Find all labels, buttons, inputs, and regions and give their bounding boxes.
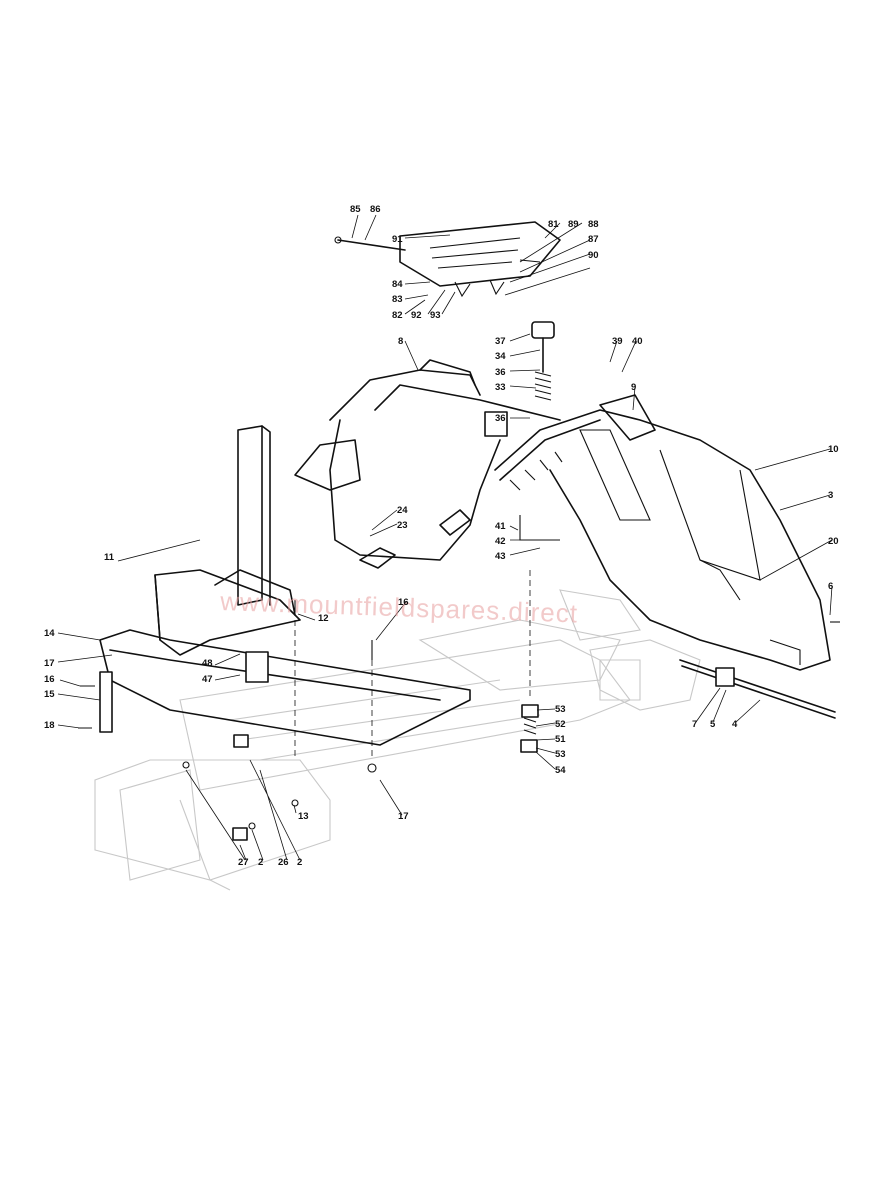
callout: 13 [298,811,309,822]
callout: 52 [555,719,566,730]
callout: 85 [350,204,361,215]
callout: 7 [692,719,697,730]
callout: 83 [392,294,403,305]
callout: 15 [44,689,55,700]
callout: 10 [828,444,839,455]
callout: 36 [495,413,506,424]
spring-assembly [531,321,555,401]
callout: 23 [397,520,408,531]
callout: 81 [548,219,559,230]
callout: 36 [495,367,506,378]
leader-lines [57,214,833,861]
callout: 42 [495,536,506,547]
callout: 54 [555,765,566,776]
callout: 24 [397,505,408,516]
callout: 16 [398,597,409,608]
callout: 17 [44,658,55,669]
callout: 48 [202,658,213,669]
seat-plate [334,221,561,298]
callout: 12 [318,613,329,624]
callout: 33 [495,382,506,393]
callout: 53 [555,749,566,760]
callout: 41 [495,521,506,532]
callout: 88 [588,219,599,230]
callout: 34 [495,351,506,362]
seat-frame [294,359,561,569]
callout: 40 [632,336,643,347]
callout: 9 [631,382,636,393]
callout: 18 [44,720,55,731]
callout: 20 [828,536,839,547]
callout: 5 [710,719,716,730]
callout: 84 [392,279,403,290]
callout: 6 [828,581,833,592]
callout: 4 [732,719,738,730]
callout: 86 [370,204,381,215]
callout: 26 [278,857,289,868]
callout-labels: 85 86 91 81 89 88 87 90 84 83 82 92 93 3… [44,204,839,868]
callout: 53 [555,704,566,715]
callout: 39 [612,336,623,347]
callout: 27 [238,857,249,868]
rear-rod [679,659,836,719]
callout: 93 [430,310,441,321]
callout: 17 [398,811,409,822]
callout: 14 [44,628,55,639]
front-frame [99,425,471,746]
callout: 92 [411,310,422,321]
rear-fender [494,394,831,671]
callout: 90 [588,250,599,261]
callout: 91 [392,234,403,245]
callout: 16 [44,674,55,685]
callout: 3 [828,490,833,501]
callout: 51 [555,734,566,745]
callout: 43 [495,551,506,562]
callout: 2 [297,857,302,868]
callout: 82 [392,310,403,321]
callout: 37 [495,336,506,347]
callout: 2 [258,857,263,868]
callout: 87 [588,234,599,245]
callout: 8 [398,336,403,347]
alignment-lines [294,570,531,760]
ghost-chassis [94,589,701,891]
callout: 11 [104,552,115,563]
lower-hardware [78,515,840,841]
callout: 89 [568,219,579,230]
callout: 47 [202,674,213,685]
